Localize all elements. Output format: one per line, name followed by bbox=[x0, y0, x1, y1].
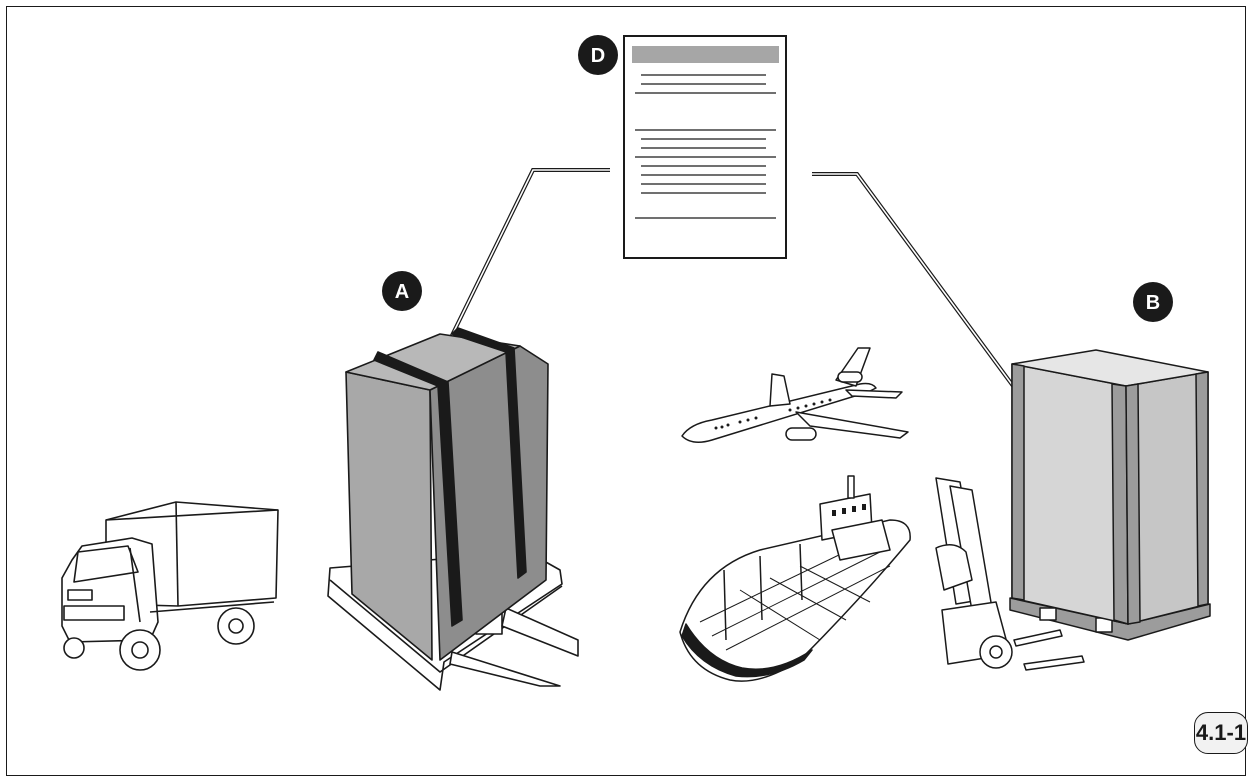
callout-label-d: D bbox=[591, 45, 605, 67]
truck-icon bbox=[61, 501, 279, 671]
ship-icon bbox=[679, 475, 911, 682]
forklift-icon bbox=[935, 477, 1085, 671]
leader-line-b-inner bbox=[812, 173, 1073, 467]
wrapped-pallet-icon bbox=[327, 327, 579, 691]
airplane-icon bbox=[681, 347, 909, 443]
callout-label-b: B bbox=[1146, 292, 1160, 314]
callout-label-a: A bbox=[395, 281, 409, 303]
callout-badge-d: D bbox=[578, 35, 618, 75]
document-icon bbox=[623, 35, 787, 259]
figure-label: 4.1-1 bbox=[1194, 712, 1248, 754]
wooden-crate-icon bbox=[1009, 349, 1211, 641]
callout-badge-b: B bbox=[1133, 282, 1173, 322]
callout-badge-a: A bbox=[382, 271, 422, 311]
